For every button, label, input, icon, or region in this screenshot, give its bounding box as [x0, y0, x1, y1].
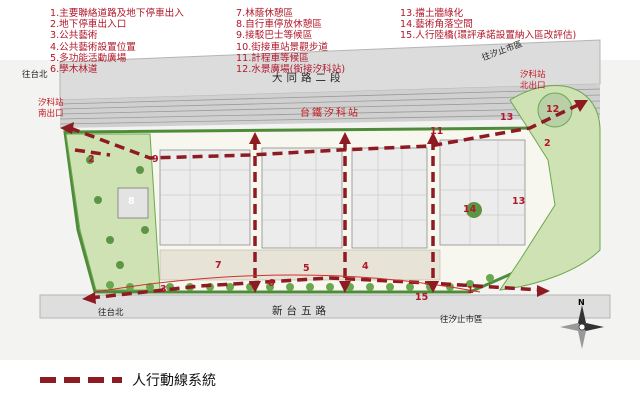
building-block-1 [159, 149, 251, 246]
pedestrian-routes [69, 102, 581, 300]
art-corner [466, 202, 482, 218]
rail-corridor [60, 84, 600, 128]
marker-9: 9 [152, 154, 159, 165]
route-west [74, 148, 111, 157]
marker-13: 13 [500, 112, 514, 123]
legend-item: 11.計程車等候區 [236, 52, 309, 64]
marker-3: 3 [160, 284, 167, 295]
marker-14: 14 [463, 204, 477, 215]
marker-12: 12 [546, 104, 560, 115]
marker-13: 13 [512, 196, 526, 207]
legend-item: 7.林蔭休憩區 [236, 8, 294, 19]
legend-item: 2.地下停車出入口 [50, 19, 127, 31]
marker-5: 5 [303, 263, 310, 274]
legend-item: 3.公共藝術 [50, 30, 98, 42]
route-legend-swatch [40, 377, 122, 383]
marker-4: 4 [362, 261, 369, 272]
route-south [89, 276, 541, 300]
south-tree-line [106, 274, 494, 291]
direction-top-left: 往台北 [22, 70, 48, 80]
building-grid [160, 140, 525, 248]
legend-item: 13.擋土牆綠化 [400, 8, 464, 19]
legend-column-3: 13.擋土牆綠化 14.藝術角落空間 15.人行陸橋(環評承諾設置納入區改評估) [400, 8, 576, 42]
route-legend-label: 人行動線系統 [132, 373, 216, 389]
route-legend: 人行動線系統 [38, 369, 216, 391]
legend-item: 15.人行陸橋(環評承諾設置納入區改評估) [400, 30, 577, 42]
marker-1: 1 [467, 285, 474, 296]
east-green-hill [498, 85, 601, 291]
direction-bottom-left: 往台北 [98, 308, 124, 318]
marker-2: 2 [544, 138, 551, 149]
legend-column-1: 1.主要聯絡道路及地下停車出入 2.地下停車出入口 3.公共藝術 4.公共藝術設… [50, 8, 184, 75]
route-arrows [60, 100, 588, 304]
compass-north-label: N [578, 298, 585, 307]
legend-item: 4.公共藝術設置位置 [50, 41, 136, 53]
marker-15: 15 [415, 292, 429, 303]
building-block-4 [439, 139, 526, 246]
legend-item: 9.接駁巴士等候區 [236, 30, 313, 42]
marker-11: 11 [430, 126, 444, 137]
south-road [39, 294, 611, 319]
compass-rose [560, 305, 604, 349]
route-north [69, 102, 581, 160]
legend-item: 12.水景廣場(銜接汐科站) [236, 64, 346, 76]
marker-2: 2 [88, 154, 95, 165]
legend-item: 10.街接車站景觀步道 [236, 41, 329, 53]
rail-tracks [59, 88, 601, 125]
marker-8: 8 [128, 196, 135, 207]
bicycle-parking-area [117, 187, 149, 219]
north-road-label: 大同路二段 [272, 72, 345, 84]
marker-7: 7 [215, 260, 222, 271]
legend-item: 8.自行車停放休憩區 [236, 19, 322, 31]
legend-item: 14.藝術角落空間 [400, 19, 473, 31]
station-north-exit: 汐科站 北出口 [520, 70, 546, 91]
building-block-3 [351, 147, 428, 249]
station-south-exit: 汐科站 南出口 [38, 98, 64, 119]
south-road-label: 新台五路 [272, 305, 330, 317]
building-block-2 [261, 147, 343, 249]
building-blocks [159, 139, 526, 249]
station-label: 台鐵汐科站 [300, 108, 360, 119]
legend-item: 5.多功能活動廣場 [50, 52, 127, 64]
marker-6: 6 [268, 278, 275, 289]
legend-column-2: 7.林蔭休憩區 8.自行車停放休憩區 9.接駁巴士等候區 10.街接車站景觀步道… [236, 8, 345, 75]
legend-item: 6.學木林道 [50, 64, 98, 76]
west-trees [86, 156, 149, 269]
legend-item: 1.主要聯絡道路及地下停車出入 [50, 8, 184, 19]
direction-bottom-right: 往汐止市區 [440, 315, 483, 325]
